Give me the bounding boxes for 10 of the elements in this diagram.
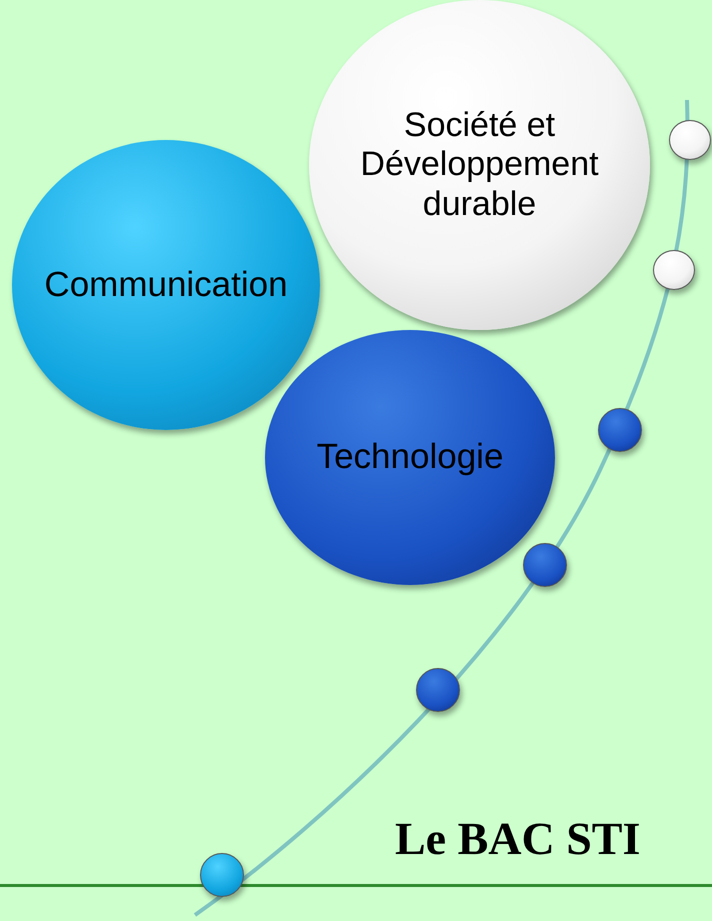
sphere-marker (416, 668, 460, 712)
sphere-marker (669, 120, 711, 160)
sphere-marker (598, 408, 642, 452)
sphere-marker (653, 250, 695, 290)
footer-title: Le BAC STI (395, 812, 640, 865)
sphere-marker (523, 543, 567, 587)
topic-label: Technologie (316, 437, 504, 478)
topic-label: Société et Développement durable (359, 106, 600, 224)
topic-label: Communication (44, 264, 288, 306)
sphere-marker (200, 853, 244, 897)
